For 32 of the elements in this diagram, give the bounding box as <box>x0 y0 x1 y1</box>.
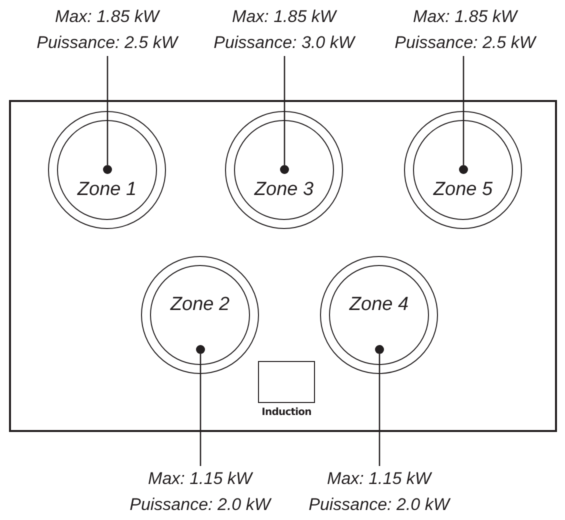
center-dot <box>280 164 288 174</box>
callout-text: Puissance: 2.5 kW <box>394 32 536 54</box>
zone-label: Zone 3 <box>253 179 315 201</box>
cooking-zone-ring <box>404 111 522 229</box>
callout-text: Max: 1.85 kW <box>55 6 159 28</box>
control-label: Induction <box>262 407 312 418</box>
callout-text: Puissance: 2.5 kW <box>36 32 178 54</box>
zone-label: Zone 5 <box>432 179 494 201</box>
leader-line <box>462 56 464 165</box>
callout-text: Max: 1.85 kW <box>232 6 336 28</box>
callout-text: Puissance: 2.0 kW <box>130 494 270 516</box>
zone-label: Zone 2 <box>169 294 231 316</box>
center-dot <box>196 344 204 354</box>
callout-text: Max: 1.15 kW <box>327 468 431 490</box>
cooking-zone-ring <box>225 111 343 229</box>
cooking-zone-ring <box>48 111 166 229</box>
leader-line <box>200 354 202 466</box>
leader-line <box>284 56 286 165</box>
zone-label: Zone 4 <box>348 294 410 316</box>
leader-line <box>106 56 108 165</box>
callout-text: Max: 1.85 kW <box>413 6 517 28</box>
callout-text: Max: 1.15 kW <box>148 468 252 490</box>
leader-line <box>378 354 380 466</box>
center-dot <box>374 344 384 354</box>
center-dot <box>102 164 112 174</box>
cooktop-panel <box>9 100 557 432</box>
cooking-zone-ring <box>320 256 438 374</box>
callout-text: Puissance: 2.0 kW <box>308 494 450 516</box>
cooking-zone-ring <box>141 256 259 374</box>
center-dot <box>458 164 468 174</box>
callout-text: Puissance: 3.0 kW <box>214 32 354 54</box>
zone-label: Zone 1 <box>76 179 138 201</box>
